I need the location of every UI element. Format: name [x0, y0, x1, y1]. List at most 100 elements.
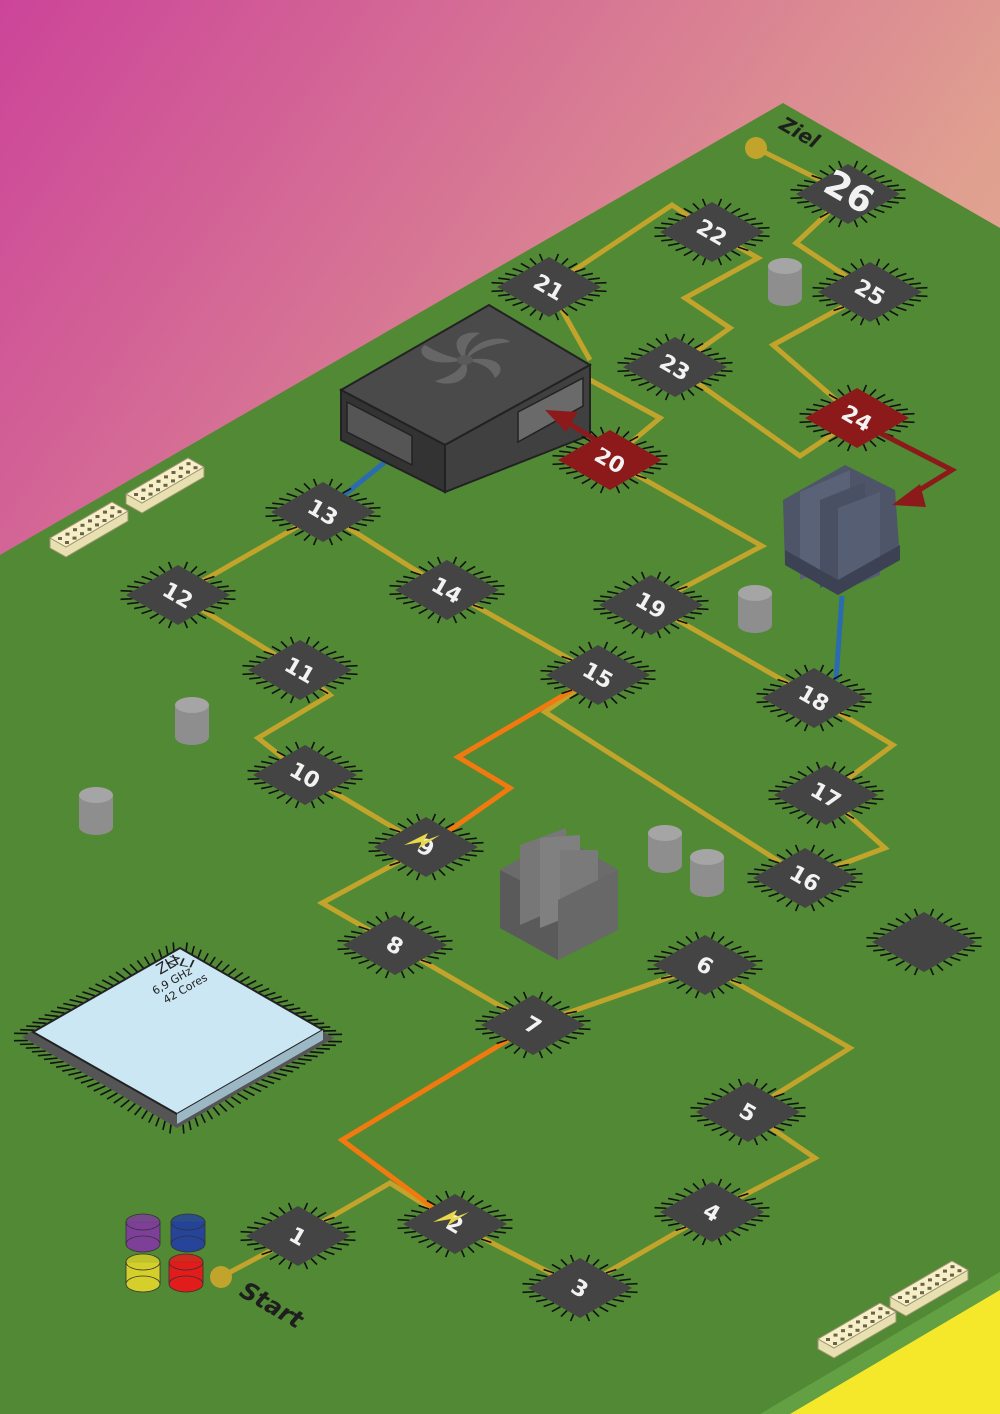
pin-header	[48, 501, 130, 558]
capacitors	[79, 258, 802, 897]
chip-body	[546, 645, 650, 705]
board-edge	[760, 1272, 1000, 1414]
chip-pins	[812, 258, 928, 326]
chip-pins	[866, 908, 982, 976]
arrow-20-to-gpu	[545, 410, 614, 453]
pawns	[125, 1213, 206, 1293]
chip-body	[762, 668, 866, 728]
chip-body	[653, 935, 757, 995]
chip-body	[660, 202, 764, 262]
yellow-corner	[790, 1290, 1000, 1414]
chip-pins	[242, 636, 358, 704]
capacitor	[738, 585, 772, 633]
field-1: 1	[240, 1202, 356, 1270]
field-9: 9	[368, 813, 484, 881]
chip-body	[271, 482, 375, 542]
chip-body	[246, 1206, 350, 1266]
cpu-name: ZLI	[164, 954, 197, 971]
pawn-purple[interactable]	[125, 1213, 161, 1253]
field-7: 7	[475, 991, 591, 1059]
chip-body	[253, 745, 357, 805]
chip-body	[774, 765, 878, 825]
chip-body	[395, 560, 499, 620]
chip-body	[248, 640, 352, 700]
path-trace	[703, 962, 855, 1115]
capacitor	[768, 258, 802, 306]
chip-body	[660, 1182, 764, 1242]
blue-trace	[833, 595, 845, 681]
capacitor	[648, 825, 682, 873]
chip-body	[528, 1258, 632, 1318]
chip-body	[696, 1082, 800, 1142]
chip-pins	[654, 1178, 770, 1246]
chip-pins	[389, 556, 505, 624]
chip-pins	[337, 911, 453, 979]
heatsink-blue	[783, 465, 900, 595]
field-10: 10	[247, 741, 363, 809]
chip-body	[872, 912, 976, 972]
field-12: 12	[120, 561, 236, 629]
chip-body	[818, 262, 922, 322]
chip-body	[481, 995, 585, 1055]
field-15: 15	[540, 641, 656, 709]
arrow-24-to-heatsink	[868, 425, 958, 507]
chip-body	[623, 337, 727, 397]
chip-pins	[247, 741, 363, 809]
field-21: 21	[491, 253, 607, 321]
pin-header-right	[816, 1260, 970, 1359]
pin-header	[124, 457, 206, 514]
pawn-red[interactable]	[168, 1253, 204, 1293]
field-2: 2	[397, 1190, 513, 1258]
chip-body	[403, 1194, 507, 1254]
chip-pins	[690, 1078, 806, 1146]
pin-header-left	[48, 457, 206, 558]
chip-pins	[475, 991, 591, 1059]
field-22: 22	[654, 198, 770, 266]
chip-pins	[756, 664, 872, 732]
lightning-icon	[433, 1210, 469, 1226]
chip-pins	[120, 561, 236, 629]
heatsink-gray	[500, 828, 618, 960]
chip-body	[126, 565, 230, 625]
field-18: 18	[756, 664, 872, 732]
shortcut-trace	[424, 672, 600, 850]
capacitor	[79, 787, 113, 835]
field-17: 17	[768, 761, 884, 829]
shortcut-trace	[337, 1022, 535, 1227]
field-13: 13	[265, 478, 381, 546]
chip-pins	[240, 1202, 356, 1270]
chip-body	[753, 848, 857, 908]
chip-pins	[397, 1190, 513, 1258]
chip-body	[796, 164, 900, 224]
chip-body	[599, 575, 703, 635]
blank-chip	[866, 908, 982, 976]
chip-pins	[654, 198, 770, 266]
field-4: 4	[654, 1178, 770, 1246]
field-23: 23	[617, 333, 733, 401]
chip-pins	[522, 1254, 638, 1322]
pawn-blue[interactable]	[170, 1213, 206, 1253]
field-14: 14	[389, 556, 505, 624]
pawn-yellow[interactable]	[125, 1253, 161, 1293]
field-25: 25	[812, 258, 928, 326]
goal-point	[745, 137, 767, 159]
cpu: ZLI ZLI 6,9 GHz 42 Cores	[13, 942, 343, 1134]
field-11: 11	[242, 636, 358, 704]
chip-pins	[747, 844, 863, 912]
path-trace	[608, 457, 768, 608]
chip-pins	[540, 641, 656, 709]
pin-header	[816, 1302, 898, 1359]
chip-pins	[265, 478, 381, 546]
fan-icon	[421, 332, 510, 384]
chip-pins	[368, 813, 484, 881]
gpu-fan-box	[338, 303, 593, 494]
chip-pins	[768, 761, 884, 829]
capacitor	[690, 849, 724, 897]
field-16: 16	[747, 844, 863, 912]
chip-pins	[647, 931, 763, 999]
start-point	[210, 1266, 232, 1288]
chip-body	[343, 915, 447, 975]
chip-pins	[552, 426, 668, 494]
